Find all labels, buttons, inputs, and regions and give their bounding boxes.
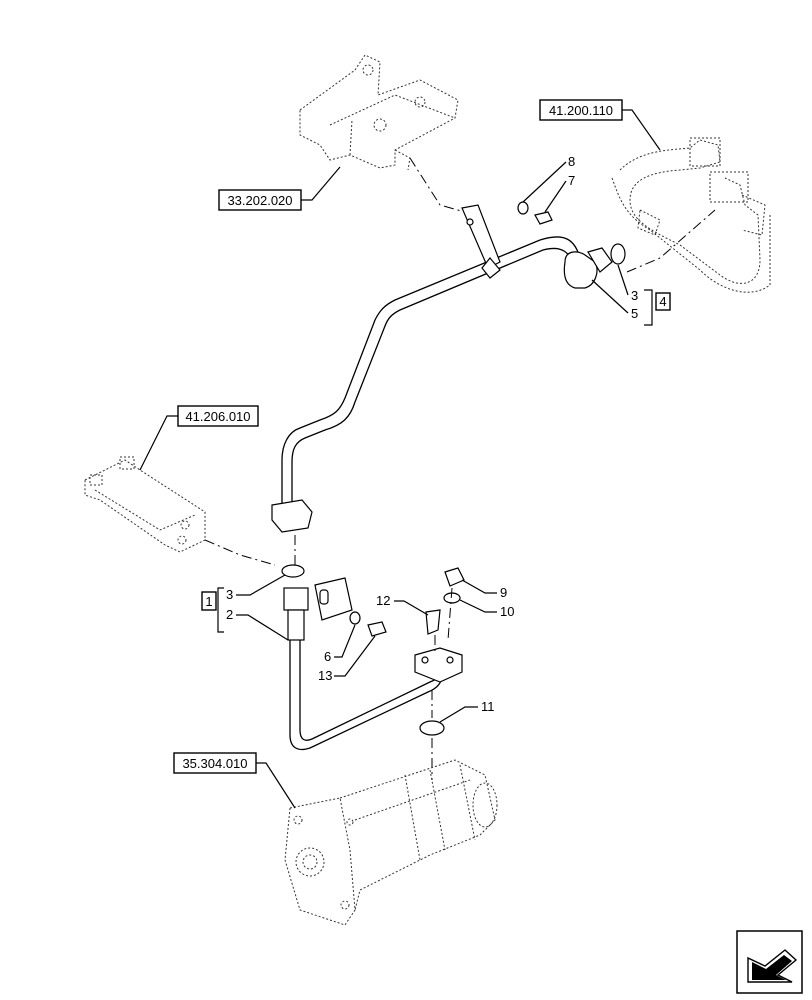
centerline (626, 209, 716, 273)
callout-9: 9 (500, 585, 507, 600)
hose-top-right-part (611, 137, 771, 293)
callout-6: 6 (324, 649, 331, 664)
o-ring-3-top (610, 243, 626, 265)
svg-text:35.304.010: 35.304.010 (182, 756, 247, 771)
callout-11: 11 (481, 699, 495, 714)
o-ring-3-bottom (281, 564, 305, 578)
callout-2: 2 (226, 607, 233, 622)
plug-9 (444, 567, 465, 587)
centerline (204, 539, 276, 566)
ref-35-304-010[interactable]: 35.304.010 (173, 752, 257, 774)
washer-6 (349, 611, 361, 625)
callout-13: 13 (318, 668, 332, 683)
washer-8 (517, 201, 529, 215)
pipe-upper (271, 204, 613, 533)
svg-text:4: 4 (659, 294, 666, 309)
svg-text:41.206.010: 41.206.010 (185, 409, 250, 424)
callout-3-top: 3 (631, 288, 638, 303)
pipe-lower (283, 577, 463, 751)
callout-7: 7 (568, 173, 575, 188)
svg-text:33.202.020: 33.202.020 (227, 193, 292, 208)
bracket-top-part (299, 54, 459, 171)
callout-3-bottom: 3 (226, 587, 233, 602)
callout-8: 8 (568, 154, 575, 169)
ref-41-206-010[interactable]: 41.206.010 (177, 405, 259, 427)
callout-12: 12 (376, 593, 390, 608)
callout-5: 5 (631, 306, 638, 321)
bolt-13 (367, 621, 387, 637)
svg-text:1: 1 (205, 594, 212, 609)
ref-33-202-020[interactable]: 33.202.020 (218, 189, 302, 211)
centerline (431, 587, 453, 780)
o-ring-11 (419, 720, 445, 736)
group-box-4: 4 (655, 292, 671, 311)
bolt-7 (534, 211, 553, 225)
pump-part (284, 759, 498, 926)
bracket-left-part (84, 456, 206, 553)
arrow-icon[interactable] (736, 930, 803, 994)
callout-10: 10 (500, 604, 514, 619)
ref-41-200-110[interactable]: 41.200.110 (539, 99, 623, 121)
bolt-12 (425, 609, 441, 635)
group-box-1: 1 (201, 591, 217, 611)
centerline (409, 157, 466, 213)
svg-text:41.200.110: 41.200.110 (549, 103, 613, 118)
